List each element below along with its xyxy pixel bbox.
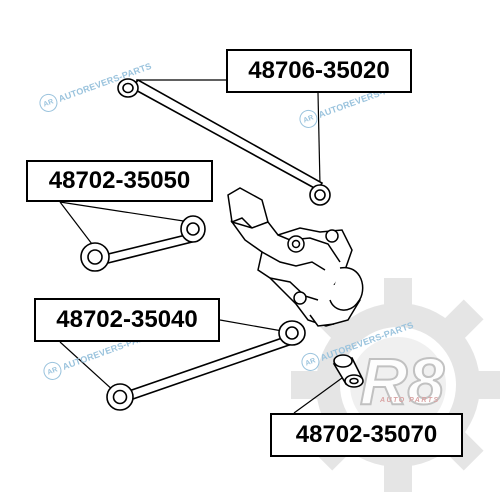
bushing-48702-35070 [332,354,364,388]
lower-arm-48702-35040 [106,320,306,411]
part-number-label: 48702-35050 [26,160,213,202]
leader-lines [59,79,343,414]
axle-carrier [227,187,364,327]
brand-subtitle: AUTO PARTS [380,397,440,404]
upper-arm-48706-35020 [117,78,331,206]
part-number-label: 48702-35070 [270,413,463,457]
part-number-label: 48706-35020 [226,49,412,93]
brand-logo-text: R8 [360,344,445,418]
part-number-label: 48702-35040 [34,298,220,342]
short-arm-48702-35050 [80,215,206,272]
